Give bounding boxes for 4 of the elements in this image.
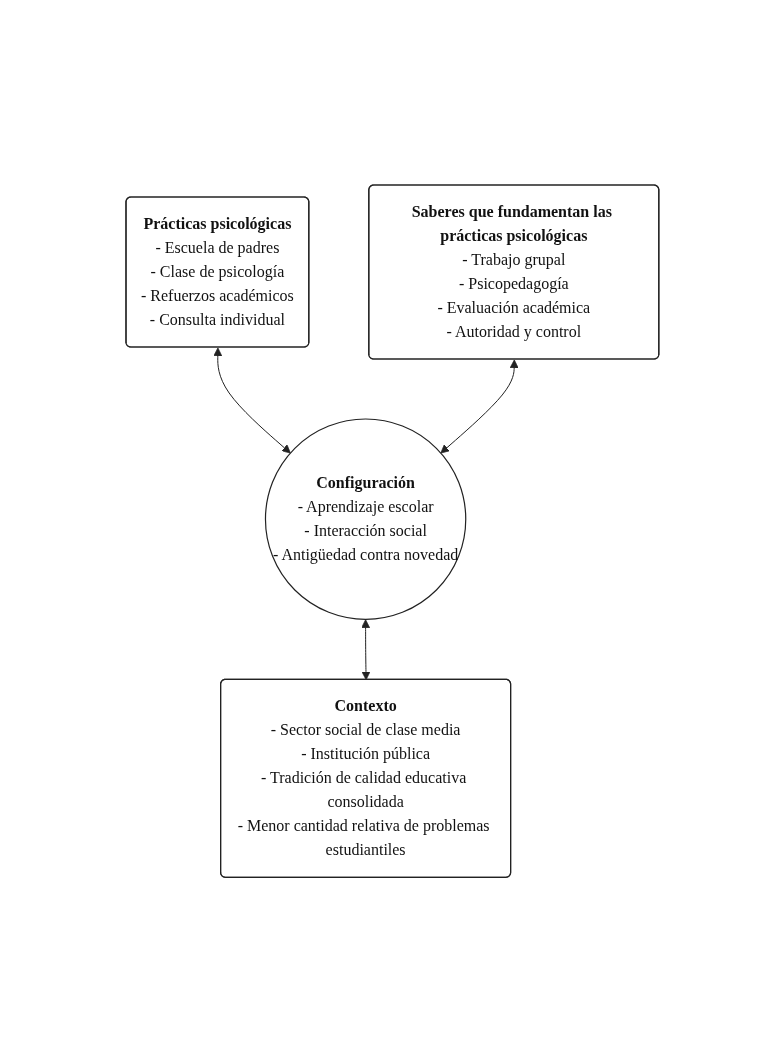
arrow [213, 347, 291, 454]
node-circle: Configuración - Aprendizaje escolar - Interacción social - Antigüedad contra novedad [264, 418, 466, 620]
arrow [360, 619, 370, 681]
arrow [440, 359, 519, 454]
